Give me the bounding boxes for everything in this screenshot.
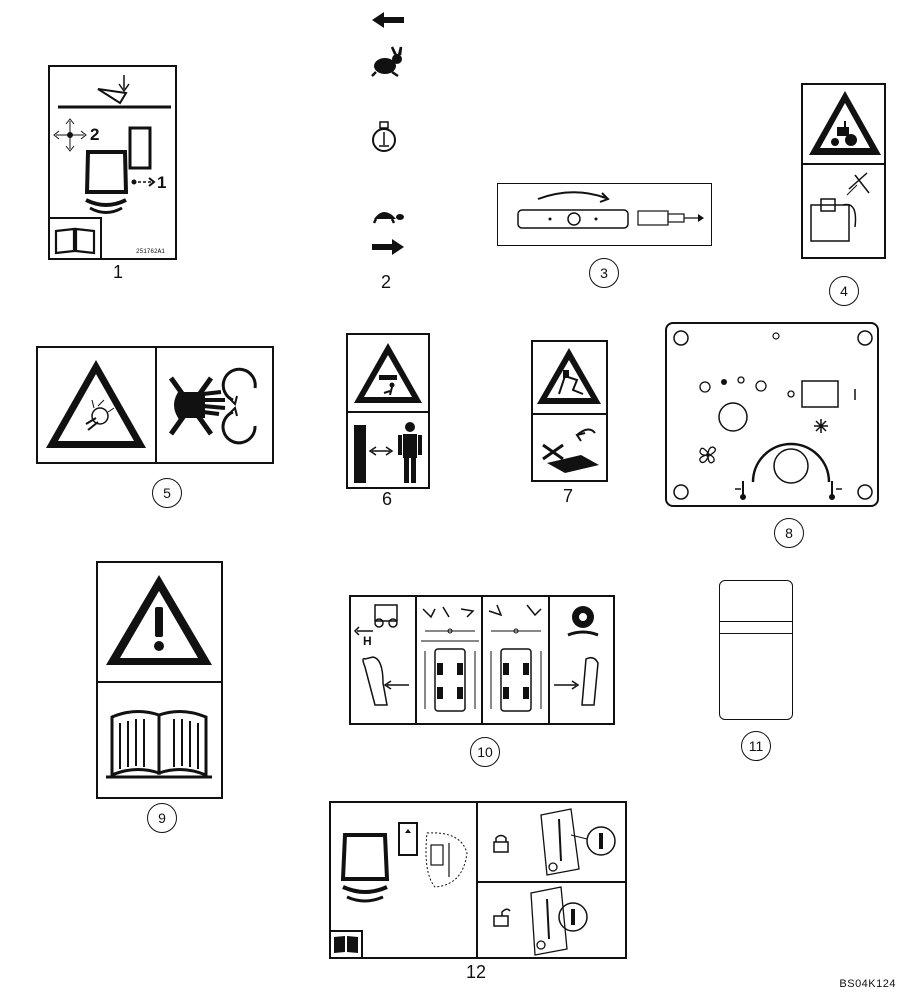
warning-triangle-icon <box>46 360 146 448</box>
decal-6 <box>346 333 430 489</box>
latch-diagram <box>540 808 616 876</box>
callout-2: 2 <box>380 272 391 292</box>
crush-icon <box>542 428 599 473</box>
book-icon <box>331 930 363 959</box>
decal-5 <box>36 346 274 464</box>
decal-1-digit-1: 1 <box>157 173 166 192</box>
arrow-left-icon <box>372 12 404 28</box>
control-panel <box>673 330 873 500</box>
callout-8: 8 <box>774 518 804 548</box>
callout-3: 3 <box>589 258 619 288</box>
callout-12: 12 <box>465 962 487 982</box>
callout-11: 11 <box>741 731 771 761</box>
joystick-icon: H <box>353 604 409 706</box>
person-icon <box>354 422 422 483</box>
arrow-right-icon <box>372 239 404 255</box>
callout-4: 4 <box>829 276 859 306</box>
decal-4 <box>801 83 886 259</box>
wheel-icon <box>554 606 599 706</box>
decal-7 <box>531 340 608 482</box>
temperature-icon <box>735 481 746 500</box>
decal-10-symbol-h: H <box>363 634 372 648</box>
decal-3 <box>497 183 712 246</box>
callout-7: 7 <box>562 486 573 506</box>
callout-9: 9 <box>147 803 177 833</box>
warning-triangle-icon <box>354 343 422 403</box>
decal-1: 2 1 251762A1 <box>48 65 177 260</box>
decal-10: H <box>349 595 615 725</box>
snowflake-icon <box>814 419 828 433</box>
rabbit-icon <box>371 46 403 78</box>
bucket-icon <box>58 75 171 109</box>
temperature-icon <box>829 481 842 500</box>
callout-1: 1 <box>112 262 123 282</box>
loader-movement-diagram <box>421 606 479 712</box>
lock-icon <box>493 834 509 853</box>
callout-5: 5 <box>152 478 182 508</box>
decal-11 <box>719 580 793 720</box>
seat-icon: 1 <box>84 126 166 214</box>
decal-8 <box>665 322 879 507</box>
control-knob-diagram <box>517 191 704 229</box>
turtle-icon <box>372 212 404 224</box>
figure-reference-code: BS04K124 <box>839 978 896 990</box>
book-icon <box>106 710 212 779</box>
callout-6: 6 <box>381 489 392 509</box>
decal-1-digit-2: 2 <box>90 125 99 144</box>
lever-icon: 2 <box>53 118 99 152</box>
decal-9 <box>96 561 223 799</box>
latch-diagram <box>530 886 588 956</box>
warning-triangle-icon <box>537 348 601 404</box>
decal-1-print-code: 251762A1 <box>136 248 165 255</box>
loader-movement-diagram <box>488 604 542 712</box>
book-icon <box>50 217 102 260</box>
decal-12 <box>329 801 627 959</box>
warning-triangle-icon <box>106 575 212 665</box>
seat-icon <box>340 822 468 903</box>
hand-crush-icon <box>168 367 257 445</box>
throttle-icon <box>372 121 396 152</box>
fan-icon <box>699 446 717 464</box>
tractor-icon <box>831 121 857 146</box>
unlock-icon <box>493 908 511 927</box>
hydraulic-coupler-icon <box>810 172 870 242</box>
callout-10: 10 <box>470 737 500 767</box>
